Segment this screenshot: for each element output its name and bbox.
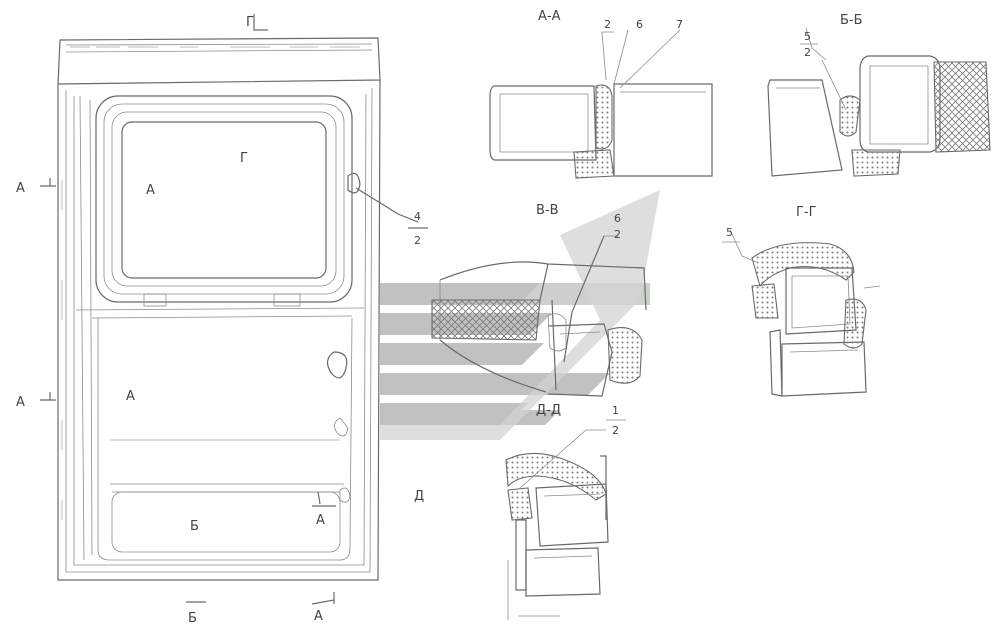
section-aa-callout-2: 2 xyxy=(604,18,611,31)
label-top-callout: Г xyxy=(246,15,254,30)
section-gg-callout-5: 5 xyxy=(726,226,733,239)
label-window-mark: Г xyxy=(240,151,248,166)
section-dd-callout-den: 2 xyxy=(612,424,619,437)
label-bottom-a-right: А xyxy=(314,609,323,624)
callout-4-2-denominator: 2 xyxy=(414,234,421,247)
section-vv-callout-den: 2 xyxy=(614,228,621,241)
section-dd-title: Д-Д xyxy=(536,403,561,418)
label-upper-ring: А xyxy=(146,183,155,198)
section-aa-callout-7: 7 xyxy=(676,18,683,31)
callout-4-2-numerator: 4 xyxy=(414,210,421,223)
label-bottom-b: Б xyxy=(188,611,197,626)
section-dd xyxy=(505,419,626,620)
section-vv-callout-num: 6 xyxy=(614,212,621,225)
label-bottom-panel-b: Б xyxy=(190,519,199,534)
section-gg-title: Г-Г xyxy=(796,205,817,220)
section-bb-title: Б-Б xyxy=(840,13,863,28)
section-bb xyxy=(767,27,991,177)
watermark-logo xyxy=(380,190,660,440)
section-aa-title: А-А xyxy=(538,9,561,24)
section-gg xyxy=(722,229,881,397)
door-front-view xyxy=(40,14,419,605)
label-lower-ring: А xyxy=(126,389,135,404)
label-right-view-d: Д xyxy=(414,489,424,504)
label-left-upper-a: А xyxy=(16,181,25,196)
section-aa-callout-6: 6 xyxy=(636,18,643,31)
section-dd-callout-num: 1 xyxy=(612,404,619,417)
label-left-lower-a: А xyxy=(16,395,25,410)
section-bb-callout-den: 2 xyxy=(804,46,811,59)
section-bb-callout-5: 5 xyxy=(804,30,811,43)
section-vv-title: В-В xyxy=(536,203,559,218)
section-vv xyxy=(431,235,647,397)
section-aa xyxy=(489,29,713,179)
label-right-a: А xyxy=(316,513,325,528)
